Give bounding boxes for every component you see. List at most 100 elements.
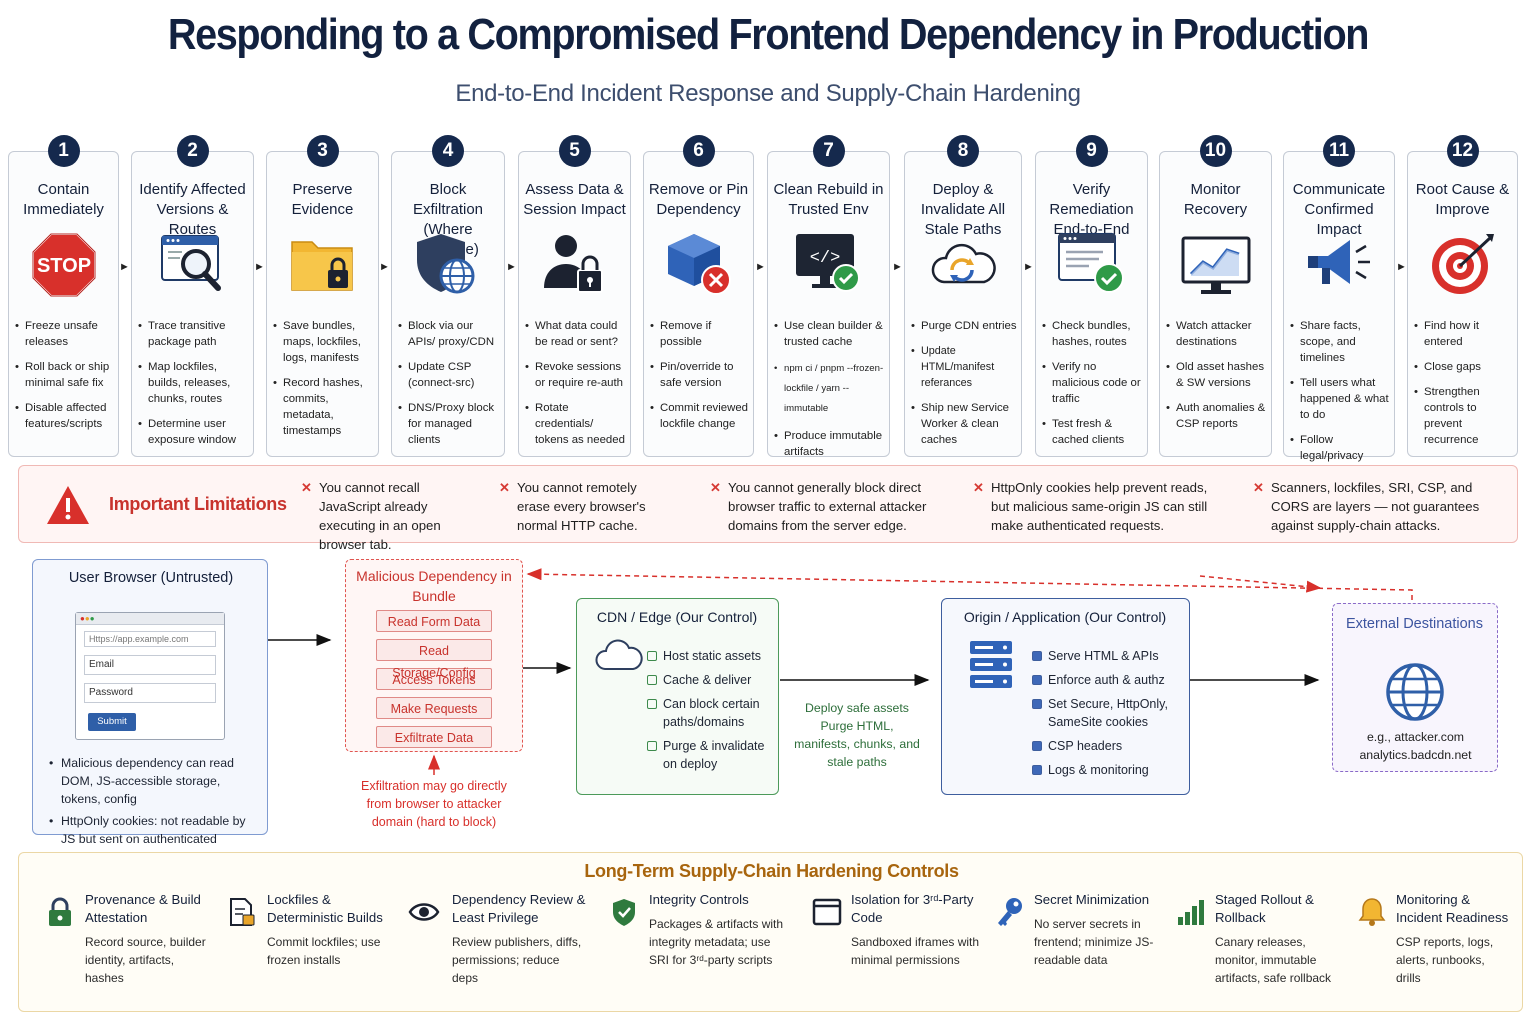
list-item: Save bundles, maps, lockfiles, logs, man…: [273, 318, 374, 366]
step-number: 11: [1323, 135, 1355, 167]
control-desc: Packages & artifacts with integrity meta…: [649, 917, 784, 967]
list-item: Purge CDN entries: [911, 318, 1017, 334]
shield-check-icon: [611, 897, 639, 927]
list-item: Enforce auth & authz: [1032, 671, 1184, 689]
control-staged-rollout: Staged Rollout & Rollback Canary release…: [1178, 891, 1345, 987]
list-item: Use clean builder & trusted cache: [774, 318, 885, 350]
submit-button[interactable]: Submit: [88, 713, 136, 731]
target-icon: [1430, 232, 1496, 298]
control-provenance: Provenance & Build Attestation Record so…: [49, 891, 215, 987]
control-desc: Commit lockfiles; use frozen installs: [267, 935, 381, 967]
list-item: Find how it entered: [1414, 318, 1513, 350]
control-lockfiles: Lockfiles & Deterministic Builds Commit …: [230, 891, 397, 969]
arrow-icon: ►: [379, 261, 390, 273]
panel-title: User Browser (Untrusted): [68, 570, 234, 586]
user-lock-icon: [542, 232, 608, 298]
window-check-icon: [1057, 232, 1125, 298]
list-item: npm ci / pnpm --frozen-lockfile / yarn -…: [774, 359, 885, 419]
list-item: What data could be read or sent?: [525, 318, 626, 350]
step-number: 1: [47, 135, 80, 167]
control-desc: Review publishers, diffs, permissions; r…: [452, 935, 582, 985]
list-item: Cache & deliver: [647, 671, 775, 689]
step-card-12: 12 Root Cause & Improve Find how it ente…: [1407, 135, 1518, 457]
control-title: Staged Rollout & Rollback: [1215, 892, 1314, 925]
control-secret-minimization: Secret Minimization No server secrets in…: [998, 891, 1164, 969]
list-item: DNS/Proxy block for managed clients: [398, 400, 500, 448]
checkbox-icon: [1032, 741, 1042, 751]
step-number: 6: [682, 135, 715, 167]
locked-folder-icon: [290, 232, 356, 298]
package-remove-icon: [666, 232, 732, 298]
user-browser-panel: User Browser (Untrusted) ●●● Https://app…: [32, 559, 268, 864]
chart-monitor-icon: [1181, 232, 1250, 298]
checkbox-icon: [1032, 765, 1042, 775]
step-title: Contain Immediately: [23, 181, 104, 218]
list-item: Update CSP (connect-src): [398, 359, 500, 391]
checkbox-icon: [1032, 651, 1042, 661]
arrow-icon: ►: [1396, 261, 1407, 273]
cdn-list: Host static assets Cache & deliver Can b…: [647, 647, 775, 779]
limitation-item: ✕HttpOnly cookies help prevent reads, bu…: [973, 480, 1208, 533]
panel-title: Malicious Dependency in Bundle: [356, 568, 512, 604]
list-item: Serve HTML & APIs: [1032, 647, 1184, 665]
globe-icon: [1385, 662, 1445, 727]
list-item: Check bundles, hashes, routes: [1042, 318, 1143, 350]
control-title: Lockfiles & Deterministic Builds: [267, 892, 383, 925]
step-title: Root Cause & Improve: [1415, 181, 1510, 218]
malicious-actions: Read Form Data Read Storage/Config Acces…: [376, 610, 492, 755]
control-title: Dependency Review & Least Privilege: [452, 892, 586, 925]
step-card-11: 11 Communicate Confirmed Impact Share fa…: [1283, 135, 1395, 478]
page-title: Responding to a Compromised Frontend Dep…: [167, 10, 1370, 59]
arrow-icon: ►: [119, 261, 130, 273]
list-item: Logs & monitoring: [1032, 761, 1184, 779]
list-item: Roll back or ship minimal safe fix: [15, 359, 114, 391]
panel-title: External Destinations: [1345, 616, 1483, 632]
browser-notes: •Malicious dependency can read DOM, JS-a…: [49, 754, 263, 866]
control-desc: CSP reports, logs, alerts, runbooks, dri…: [1396, 935, 1494, 985]
deploy-note: Deploy safe assets Purge HTML, manifests…: [794, 701, 920, 769]
step-card-1: 1 Contain Immediately STOP Freeze unsafe…: [8, 135, 119, 457]
checkbox-icon: [647, 675, 657, 685]
arrow-icon: ►: [506, 261, 517, 273]
password-field[interactable]: Password: [84, 683, 216, 703]
action-item: Make Requests: [376, 697, 492, 719]
key-icon: [996, 897, 1024, 927]
checkbox-icon: [647, 741, 657, 751]
malicious-dependency-panel: Malicious Dependency in Bundle Read Form…: [345, 559, 523, 752]
list-item: Trace transitive package path: [138, 318, 249, 350]
cloud-sync-icon: [930, 232, 996, 298]
list-item: Update HTML/manifest referances: [911, 343, 1017, 391]
step-title: Preserve Evidence: [291, 181, 354, 218]
email-field[interactable]: Email: [84, 655, 216, 675]
list-item: Pin/override to safe version: [650, 359, 749, 391]
limitations-banner: Important Limitations ✕You cannot recall…: [18, 465, 1518, 552]
step-number: 4: [432, 135, 464, 167]
server-icon: [970, 641, 1012, 694]
x-icon: ✕: [710, 480, 722, 495]
list-item: •Malicious dependency can read DOM, JS-a…: [49, 756, 234, 806]
list-item: Produce immutable artifacts: [774, 428, 885, 460]
list-item: CSP headers: [1032, 737, 1184, 755]
arrow-icon: ►: [755, 261, 766, 273]
bar-chart-icon: [1177, 897, 1205, 927]
list-item: Can block certain paths/domains: [647, 695, 775, 731]
control-title: Secret Minimization: [1034, 892, 1150, 907]
limitation-item: ✕You cannot recall JavaScript already ex…: [301, 480, 441, 552]
control-desc: Sandboxed iframes with minimal permissio…: [851, 935, 980, 967]
step-number: 5: [558, 135, 591, 167]
url-bar[interactable]: Https://app.example.com: [84, 631, 216, 647]
step-card-4: 4 Block Exfiltration (Where Possible) Bl…: [391, 135, 505, 457]
exfiltration-note: Exfiltration may go directly from browse…: [361, 779, 507, 829]
bell-icon: [1358, 897, 1386, 927]
arrow-icon: ►: [892, 261, 903, 273]
shield-globe-icon: [415, 232, 481, 298]
cdn-edge-panel: CDN / Edge (Our Control) Host static ass…: [576, 598, 779, 795]
control-title: Isolation for 3ʳᵈ-Party Code: [851, 892, 974, 925]
padlock-icon: [47, 897, 75, 927]
x-icon: ✕: [499, 480, 511, 495]
limitation-item: ✕You cannot remotely erase every browser…: [499, 480, 646, 533]
list-item: Verify no malicious code or traffic: [1042, 359, 1143, 407]
step-number: 9: [1075, 135, 1108, 167]
browser-window: ●●● Https://app.example.com Email Passwo…: [75, 612, 225, 740]
